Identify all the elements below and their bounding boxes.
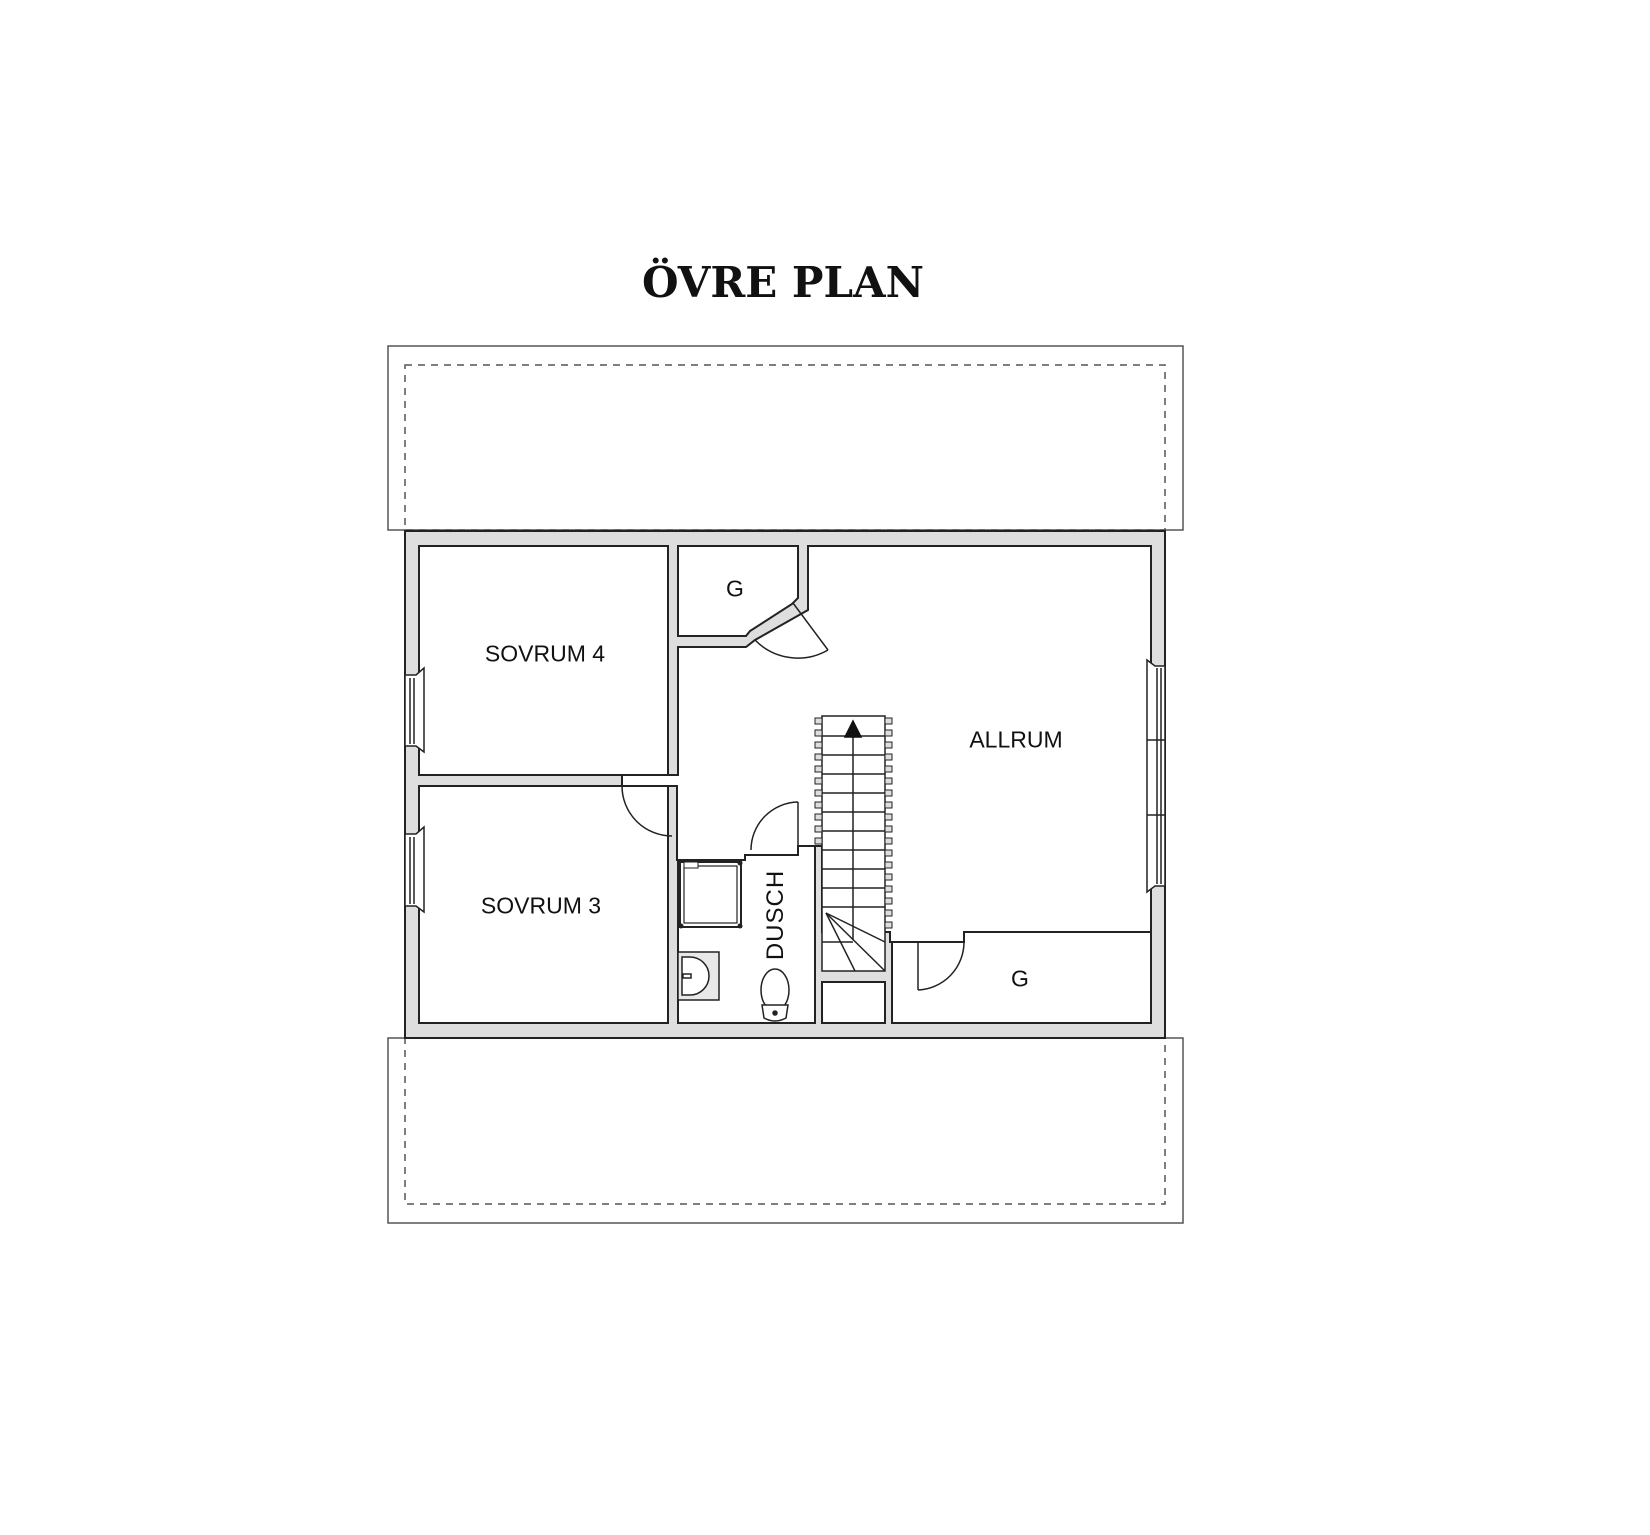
room-label-garderob-bottom: G: [1011, 965, 1029, 992]
window-sovrum-3: [404, 825, 425, 914]
shower-icon: [678, 860, 743, 929]
sink-icon: [677, 951, 720, 1001]
room-label-sovrum-3: SOVRUM 3: [480, 892, 602, 919]
door-garderob-bottom: [917, 941, 965, 991]
stair-arrow-icon: [843, 719, 863, 738]
room-sovrum-4: [418, 545, 669, 776]
roof-overhang-top: [387, 345, 1184, 531]
door-garderob-top: [754, 602, 829, 659]
room-label-dusch: DUSCH: [762, 869, 789, 961]
door-dusch: [750, 801, 799, 851]
door-sovrum-3: [621, 785, 673, 837]
window-allrum: [1146, 658, 1166, 894]
roof-overhang-bottom: [387, 1037, 1184, 1224]
window-sovrum-4: [404, 666, 425, 754]
room-label-garderob-top: G: [726, 575, 744, 602]
room-label-allrum: ALLRUM: [969, 726, 1063, 753]
toilet-icon: [760, 968, 790, 1022]
page-title: ÖVRE PLAN: [641, 258, 925, 307]
room-garderob-top: [677, 545, 799, 637]
room-stair-storage: [821, 981, 886, 1024]
staircase: [814, 715, 893, 972]
room-sovrum-3: [418, 785, 669, 1024]
room-label-sovrum-4: SOVRUM 4: [484, 640, 606, 667]
